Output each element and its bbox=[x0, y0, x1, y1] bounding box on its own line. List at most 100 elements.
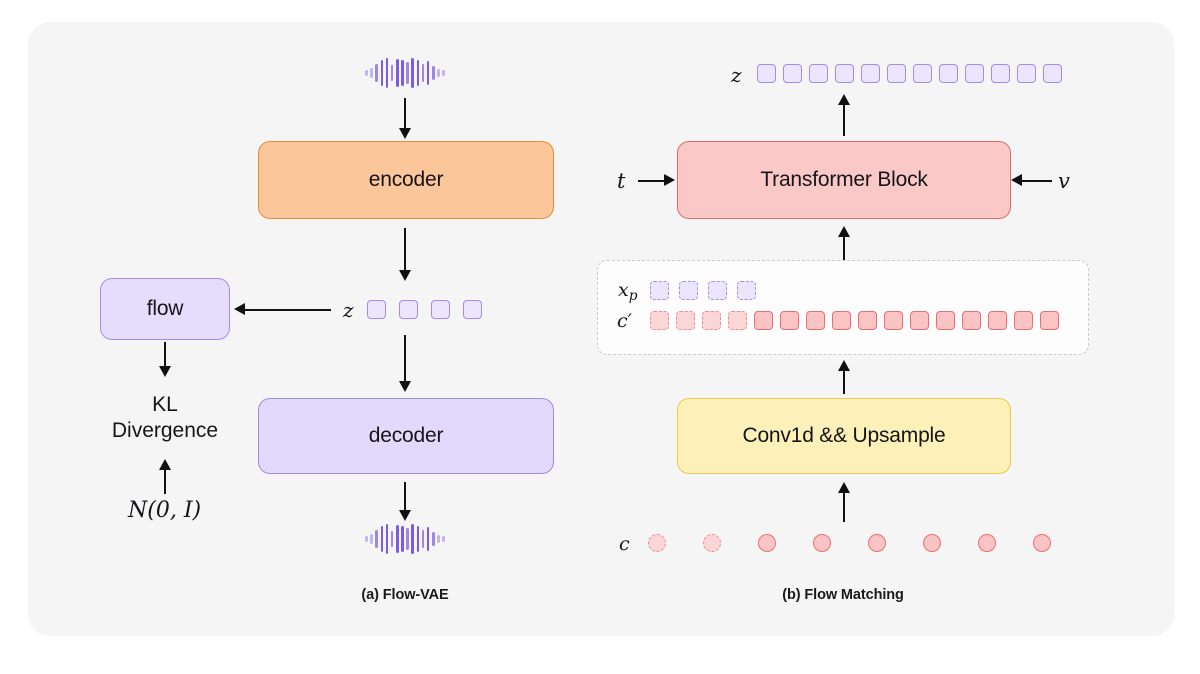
arrowhead-down bbox=[398, 510, 411, 521]
token-square bbox=[399, 300, 418, 319]
token-group-box bbox=[597, 260, 1089, 355]
latent-symbol-a: z bbox=[343, 298, 354, 322]
arrowhead-up bbox=[158, 459, 171, 470]
token-square bbox=[708, 281, 727, 300]
arrow-conv-to-tokens bbox=[843, 366, 846, 394]
token-square bbox=[913, 64, 932, 83]
cprime-symbol: c′ bbox=[617, 310, 632, 332]
arrow-decoder-to-output bbox=[404, 482, 407, 512]
waveform-bar bbox=[432, 532, 435, 546]
arrowhead-up bbox=[837, 360, 850, 371]
token-square bbox=[1017, 64, 1036, 83]
prior-distribution-label: N(0, I) bbox=[128, 498, 202, 523]
arrow-velocity-to-transformer bbox=[1022, 179, 1052, 182]
arrow-latent-to-flow bbox=[245, 308, 331, 311]
waveform-bar bbox=[416, 60, 420, 86]
token-square bbox=[463, 300, 482, 319]
waveform-bar bbox=[437, 535, 440, 543]
token-square bbox=[757, 64, 776, 83]
token-square bbox=[806, 311, 825, 330]
arrow-encoder-to-latent bbox=[404, 228, 407, 272]
waveform-bar bbox=[365, 70, 368, 76]
waveform-bar bbox=[390, 65, 394, 81]
xp-symbol: xp bbox=[618, 279, 638, 304]
waveform-bar bbox=[385, 58, 389, 88]
token-square bbox=[910, 311, 929, 330]
kl-divergence-label: KL Divergence bbox=[84, 392, 246, 445]
waveform-bar bbox=[406, 62, 409, 84]
flow-label: flow bbox=[146, 297, 184, 320]
arrow-latent-to-decoder bbox=[404, 335, 407, 383]
caption-panel-b: (b) Flow Matching bbox=[782, 587, 904, 603]
arrow-flow-to-kl bbox=[164, 342, 167, 368]
token-square bbox=[728, 311, 747, 330]
waveform-bar bbox=[380, 526, 384, 552]
waveform-bar bbox=[370, 68, 373, 78]
token-square bbox=[676, 311, 695, 330]
waveform-bar bbox=[401, 60, 404, 86]
token-square bbox=[835, 64, 854, 83]
conv1d-upsample-label: Conv1d && Upsample bbox=[742, 424, 946, 447]
arrowhead-down bbox=[398, 128, 411, 139]
cond-circle bbox=[923, 534, 941, 552]
transformer-block-box: Transformer Block bbox=[677, 141, 1011, 219]
token-square bbox=[965, 64, 984, 83]
waveform-bar bbox=[442, 70, 445, 76]
cond-circle bbox=[978, 534, 996, 552]
waveform-bar bbox=[416, 526, 420, 552]
arrowhead-left bbox=[234, 303, 245, 315]
arrowhead-down bbox=[398, 381, 411, 392]
token-square bbox=[754, 311, 773, 330]
arrowhead-up bbox=[837, 482, 850, 493]
token-square bbox=[991, 64, 1010, 83]
token-square bbox=[1040, 311, 1059, 330]
token-square bbox=[962, 311, 981, 330]
arrow-cond-to-conv bbox=[843, 490, 846, 522]
xp-token-row bbox=[650, 281, 756, 300]
conv1d-upsample-box: Conv1d && Upsample bbox=[677, 398, 1011, 474]
audio-waveform-input bbox=[365, 56, 445, 90]
timestep-symbol: t bbox=[617, 169, 626, 193]
arrowhead-right bbox=[664, 174, 675, 186]
token-square bbox=[939, 64, 958, 83]
waveform-bar bbox=[426, 61, 430, 85]
waveform-bar bbox=[432, 66, 435, 80]
output-symbol-b: z bbox=[731, 63, 742, 87]
kl-line-2: Divergence bbox=[111, 419, 219, 443]
token-square bbox=[783, 64, 802, 83]
token-square bbox=[650, 281, 669, 300]
arrowhead-up bbox=[837, 94, 850, 105]
audio-waveform-output bbox=[365, 522, 445, 556]
cond-circle bbox=[758, 534, 776, 552]
token-square bbox=[702, 311, 721, 330]
arrow-transformer-to-output bbox=[843, 100, 846, 136]
flow-box: flow bbox=[100, 278, 230, 340]
waveform-bar bbox=[421, 64, 425, 82]
arrow-timestep-to-transformer bbox=[638, 179, 666, 182]
waveform-bar bbox=[390, 531, 394, 547]
decoder-label: decoder bbox=[368, 424, 444, 447]
encoder-label: encoder bbox=[368, 168, 444, 191]
token-square bbox=[887, 64, 906, 83]
kl-line-1: KL bbox=[152, 393, 178, 416]
cprime-token-row bbox=[650, 311, 1059, 330]
token-square bbox=[884, 311, 903, 330]
arrowhead-down bbox=[158, 366, 171, 377]
waveform-bar bbox=[380, 60, 384, 86]
waveform-bar bbox=[395, 525, 399, 553]
waveform-bar bbox=[442, 536, 445, 542]
token-square bbox=[431, 300, 450, 319]
waveform-bar bbox=[411, 58, 415, 88]
token-square bbox=[1043, 64, 1062, 83]
waveform-bar bbox=[426, 527, 430, 551]
latent-token-row-a bbox=[367, 300, 482, 319]
arrow-input-to-encoder bbox=[404, 98, 407, 130]
token-square bbox=[936, 311, 955, 330]
waveform-bar bbox=[421, 530, 425, 548]
encoder-box: encoder bbox=[258, 141, 554, 219]
token-square bbox=[809, 64, 828, 83]
waveform-bar bbox=[370, 534, 373, 544]
token-square bbox=[650, 311, 669, 330]
output-token-row-b bbox=[757, 64, 1062, 83]
